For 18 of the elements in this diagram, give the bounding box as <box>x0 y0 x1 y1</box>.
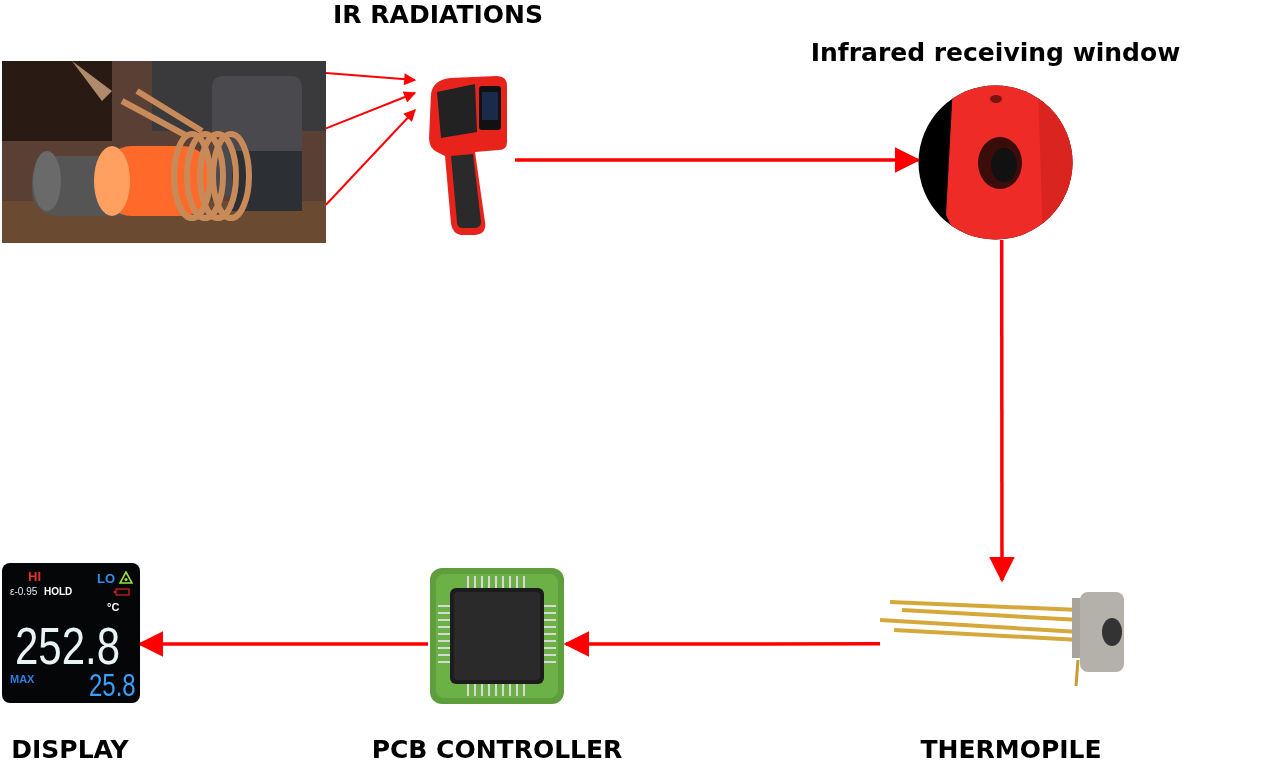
display-reading: °C <box>107 602 120 613</box>
display-reading: ε-0.95 <box>10 587 38 597</box>
heading: IR RADIATIONS <box>333 0 543 30</box>
arrow <box>563 630 880 657</box>
heading: THERMOPILE <box>920 735 1102 765</box>
arrow <box>989 240 1015 583</box>
heading: PCB CONTROLLER <box>371 735 623 765</box>
heading: Infrared receiving window <box>810 38 1181 68</box>
arrow <box>325 108 416 206</box>
display-reading: LO <box>97 572 116 585</box>
arrow <box>325 72 417 86</box>
display-reading: HOLD <box>44 587 73 597</box>
display-reading: 252.8 <box>15 620 121 673</box>
display-reading: MAX <box>10 674 35 685</box>
display-reading: HI <box>28 570 41 583</box>
display-reading: 25.8 <box>89 670 136 702</box>
arrow <box>325 91 417 130</box>
heading: DISPLAY <box>11 735 129 765</box>
